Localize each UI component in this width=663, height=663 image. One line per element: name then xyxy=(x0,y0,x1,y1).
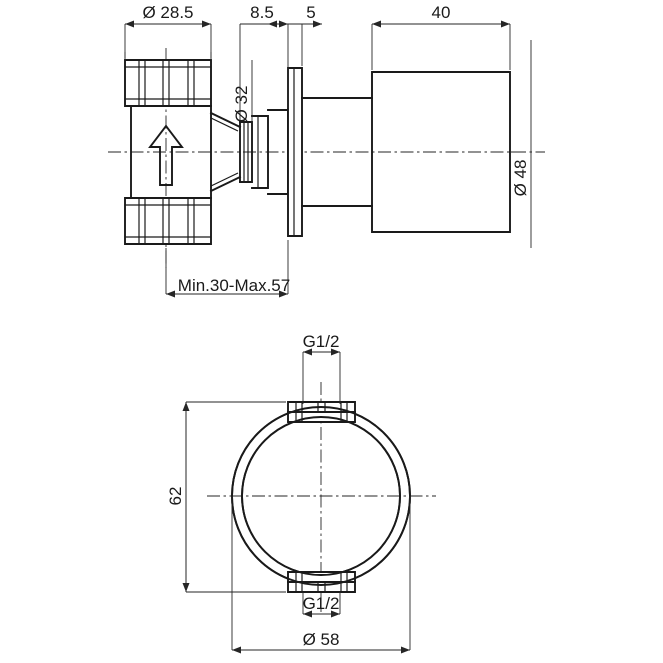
dimension-spindle-diameter: Ø 32 xyxy=(232,60,253,123)
collar-section xyxy=(301,97,373,207)
dimension-bottom-thread: G1/2 xyxy=(302,592,341,618)
inner-ring-overlay xyxy=(241,416,401,576)
flange-plate xyxy=(287,67,303,237)
top-side-section-view: Ø 28.5 8.5 5 40 Ø 32 xyxy=(108,3,545,298)
lower-threaded-nut xyxy=(124,197,212,245)
dim-label-body-length: 40 xyxy=(432,3,451,22)
dim-label-circle-diameter: Ø 58 xyxy=(303,630,340,649)
dim-label-bottom-thread: G1/2 xyxy=(303,594,340,613)
dim-label-spindle-diameter: Ø 32 xyxy=(232,86,251,123)
dimension-overall-height: 62 xyxy=(166,401,286,593)
dim-label-outer-diameter: Ø 48 xyxy=(511,160,530,197)
dim-label-install-depth: Min.30-Max.57 xyxy=(178,276,290,295)
bottom-front-view: G1/2 G1/2 62 Ø 58 xyxy=(166,332,436,654)
dimension-outer-diameter: Ø 48 xyxy=(510,40,532,248)
top-connection-tab xyxy=(287,401,356,423)
dimension-nut-diameter: Ø 28.5 xyxy=(124,3,212,60)
valve-body-barrel xyxy=(130,105,212,199)
dim-label-flange-thickness: 5 xyxy=(306,3,315,22)
upper-threaded-nut xyxy=(124,59,212,107)
outer-cylinder-body xyxy=(371,71,511,233)
dim-label-overall-height: 62 xyxy=(166,487,185,506)
dimension-flange-thickness: 5 xyxy=(268,3,322,66)
dimension-install-depth: Min.30-Max.57 xyxy=(165,240,290,298)
dimension-circle-diameter: Ø 58 xyxy=(231,496,411,654)
dimension-top-thread: G1/2 xyxy=(302,332,341,404)
dim-label-nut-diameter: Ø 28.5 xyxy=(142,3,193,22)
dim-label-collar-length: 8.5 xyxy=(250,3,274,22)
flow-direction-arrow-icon xyxy=(148,124,184,186)
branch-cone-section xyxy=(209,111,242,193)
dimension-body-length: 40 xyxy=(371,3,511,70)
dim-label-top-thread: G1/2 xyxy=(303,332,340,351)
